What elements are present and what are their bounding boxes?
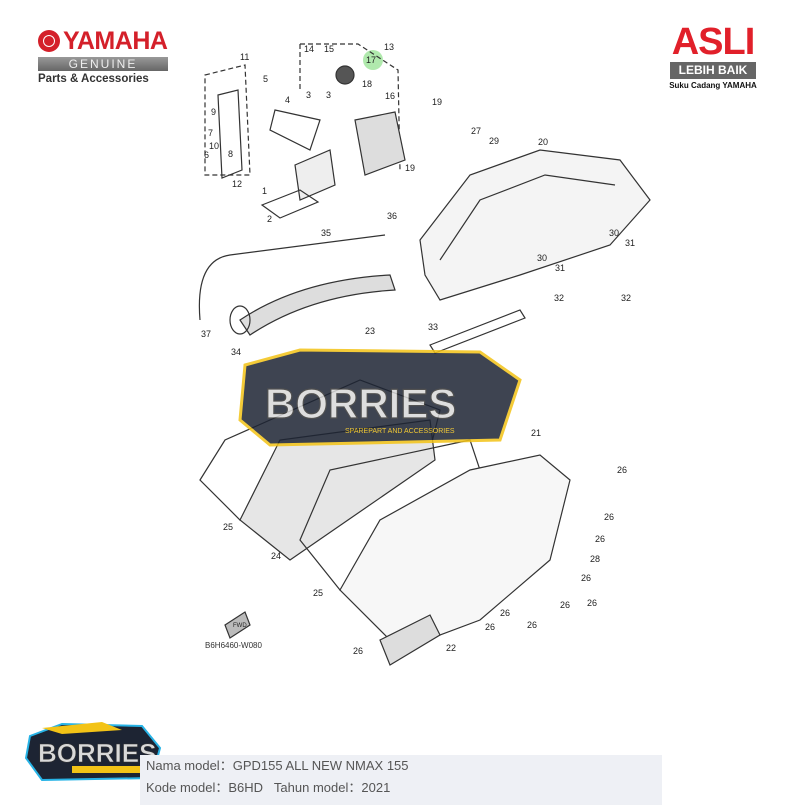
asli-title: ASLI	[671, 21, 756, 63]
borries-logo: BORRIES	[24, 722, 162, 782]
callout-5: 5	[263, 74, 268, 84]
callout-23: 23	[365, 326, 375, 336]
suku-cadang-label: Suku Cadang YAMAHA	[669, 81, 757, 90]
callout-7: 7	[208, 128, 213, 138]
callout-4: 4	[285, 95, 290, 105]
callout-3: 3	[306, 90, 311, 100]
callout-14: 14	[304, 44, 314, 54]
callout-28: 28	[590, 554, 600, 564]
callout-21: 21	[531, 428, 541, 438]
callout-22: 22	[446, 643, 456, 653]
gasket-2	[260, 189, 320, 219]
joint-part	[294, 149, 336, 201]
callout-16: 16	[385, 91, 395, 101]
callout-25: 25	[313, 588, 323, 598]
yamaha-wordmark: YAMAHA	[63, 27, 168, 55]
callout-31: 31	[555, 263, 565, 273]
year-value: 2021	[361, 780, 391, 795]
hose-35	[198, 234, 386, 321]
model-code-row: Kode model：B6HD Tahun model：2021	[140, 777, 662, 799]
callout-30: 30	[537, 253, 547, 263]
gasket-25b	[299, 439, 481, 591]
intake-duct-23	[239, 274, 396, 336]
model-name-value: GPD155 ALL NEW NMAX 155	[232, 758, 409, 773]
watermark-text: BORRIES	[265, 380, 456, 427]
case-rib	[439, 174, 616, 261]
clamp-34	[229, 305, 251, 335]
yamaha-logo: YAMAHA GENUINE Parts & Accessories	[38, 28, 168, 85]
model-name-row: Nama model：GPD155 ALL NEW NMAX 155	[140, 755, 662, 777]
callout-25: 25	[223, 522, 233, 532]
callout-26: 26	[581, 573, 591, 583]
callout-26: 26	[560, 600, 570, 610]
callout-34: 34	[231, 347, 241, 357]
callout-18: 18	[362, 79, 372, 89]
borries-logo-text: BORRIES	[38, 738, 156, 768]
callout-32: 32	[554, 293, 564, 303]
svg-text:FWD: FWD	[233, 623, 247, 629]
year-label: Tahun model：	[273, 780, 362, 795]
callout-19: 19	[405, 163, 415, 173]
callout-11: 11	[240, 52, 249, 62]
callout-15: 15	[324, 44, 334, 54]
yamaha-emblem-icon	[38, 30, 60, 52]
callout-32: 32	[621, 293, 631, 303]
callout-8: 8	[228, 149, 233, 159]
callout-26: 26	[500, 608, 510, 618]
callout-37: 37	[201, 329, 211, 339]
model-code-label: Kode model：	[146, 780, 229, 795]
callout-26: 26	[595, 534, 605, 544]
callout-12: 12	[232, 179, 242, 189]
callout-33: 33	[428, 322, 438, 332]
callout-9: 9	[211, 107, 216, 117]
genuine-label: GENUINE	[38, 57, 168, 71]
callout-1: 1	[262, 186, 267, 196]
parts-accessories-label: Parts & Accessories	[38, 73, 149, 85]
model-name-label: Nama model：	[146, 758, 233, 773]
funnel-22	[379, 614, 441, 666]
callout-19: 19	[432, 97, 442, 107]
callout-10: 10	[209, 141, 219, 151]
throttle-body	[354, 111, 406, 176]
fwd-arrow-icon	[224, 611, 251, 639]
borries-watermark: BORRIES SPAREPART AND ACCESSORIES	[238, 348, 522, 447]
sensor-part	[335, 65, 355, 85]
lebih-baik-label: LEBIH BAIK	[670, 62, 756, 79]
callout-35: 35	[321, 228, 331, 238]
air-filter-case-upper	[419, 149, 651, 301]
callout-26: 26	[604, 512, 614, 522]
callout-20: 20	[538, 137, 548, 147]
watermark-tagline: SPAREPART AND ACCESSORIES	[345, 428, 455, 435]
asli-badge: ASLI LEBIH BAIK Suku Cadang YAMAHA	[668, 21, 758, 90]
model-code-value: B6HD	[228, 780, 264, 795]
callout-24: 24	[271, 551, 281, 561]
callout-30: 30	[609, 228, 619, 238]
callout-26: 26	[587, 598, 597, 608]
callout-17: 17	[366, 55, 376, 65]
callout-29: 29	[489, 136, 499, 146]
group-box-throttle	[299, 43, 401, 171]
callout-13: 13	[384, 42, 394, 52]
bracket-assembly	[217, 89, 243, 179]
callout-26: 26	[353, 646, 363, 656]
group-box-bracket	[204, 64, 251, 176]
callout-3: 3	[326, 90, 331, 100]
highlight-marker	[363, 50, 383, 70]
callout-31: 31	[625, 238, 635, 248]
bracket-4	[269, 109, 321, 151]
callout-26: 26	[527, 620, 537, 630]
pipe-33	[429, 309, 526, 354]
callout-6: 6	[204, 150, 209, 160]
callout-36: 36	[387, 211, 397, 221]
model-info-panel: Nama model：GPD155 ALL NEW NMAX 155 Kode …	[140, 755, 662, 805]
callout-2: 2	[267, 214, 272, 224]
callout-27: 27	[471, 126, 481, 136]
callout-26: 26	[617, 465, 627, 475]
diagram-code: B6H6460-W080	[205, 641, 262, 650]
callout-26: 26	[485, 622, 495, 632]
